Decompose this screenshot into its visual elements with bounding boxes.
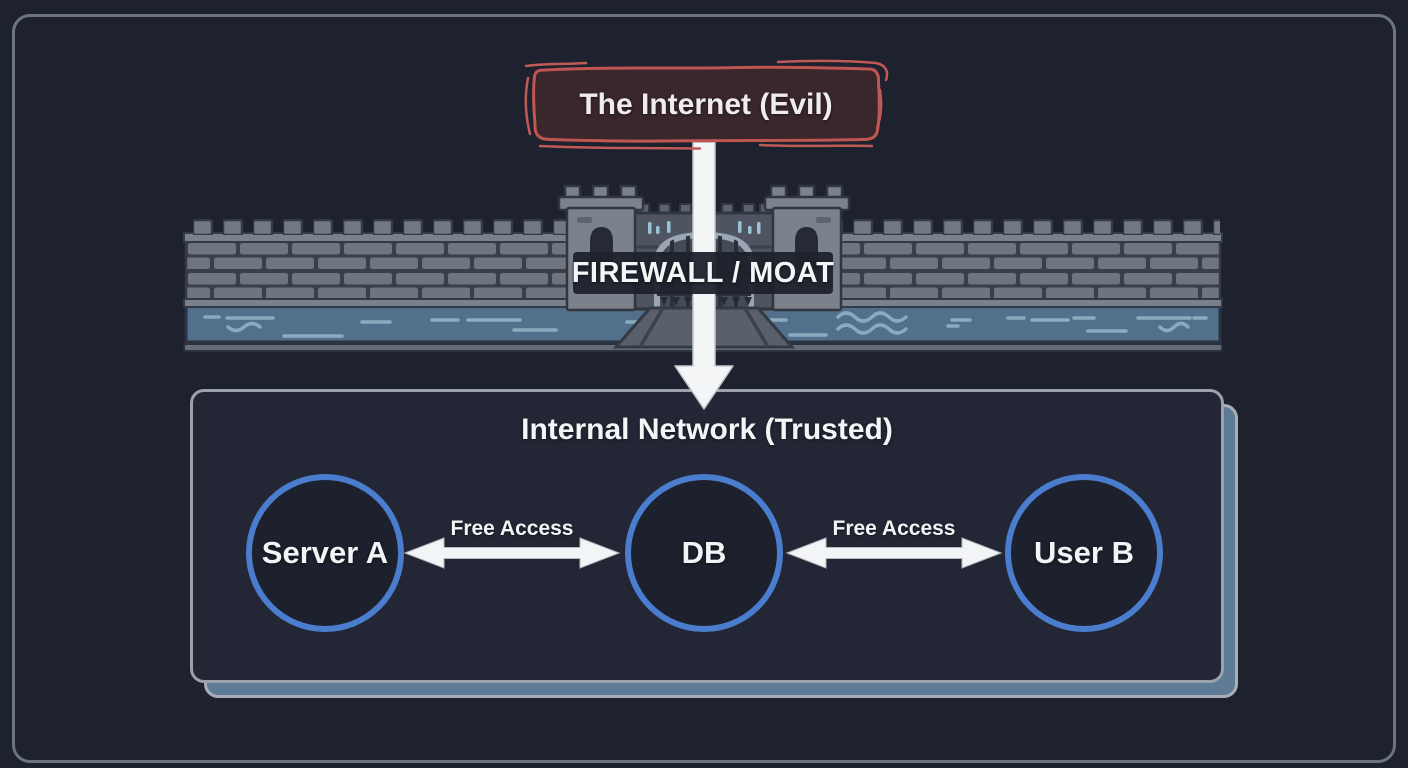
firewall-label-plate: FIREWALL / MOAT (571, 252, 835, 294)
internet-label: The Internet (Evil) (579, 88, 833, 121)
internal-network-title: Internal Network (Trusted) (521, 413, 893, 446)
outer-frame (12, 14, 1396, 763)
double-arrow-icon (403, 537, 621, 569)
node-server-a-label: Server A (261, 535, 389, 570)
sketchy-red-border (524, 59, 889, 150)
double-arrow-icon (785, 537, 1003, 569)
internet-node: The Internet (Evil) (520, 56, 892, 156)
firewall-label: FIREWALL / MOAT (571, 256, 835, 289)
link-label-server-a-db: Free Access (450, 517, 574, 540)
link-label-db-user-b: Free Access (832, 517, 956, 540)
node-server-a: Server A (246, 474, 404, 632)
node-db-label: DB (681, 535, 727, 570)
node-user-b: User B (1005, 474, 1163, 632)
node-user-b-label: User B (1034, 535, 1134, 570)
node-db: DB (625, 474, 783, 632)
